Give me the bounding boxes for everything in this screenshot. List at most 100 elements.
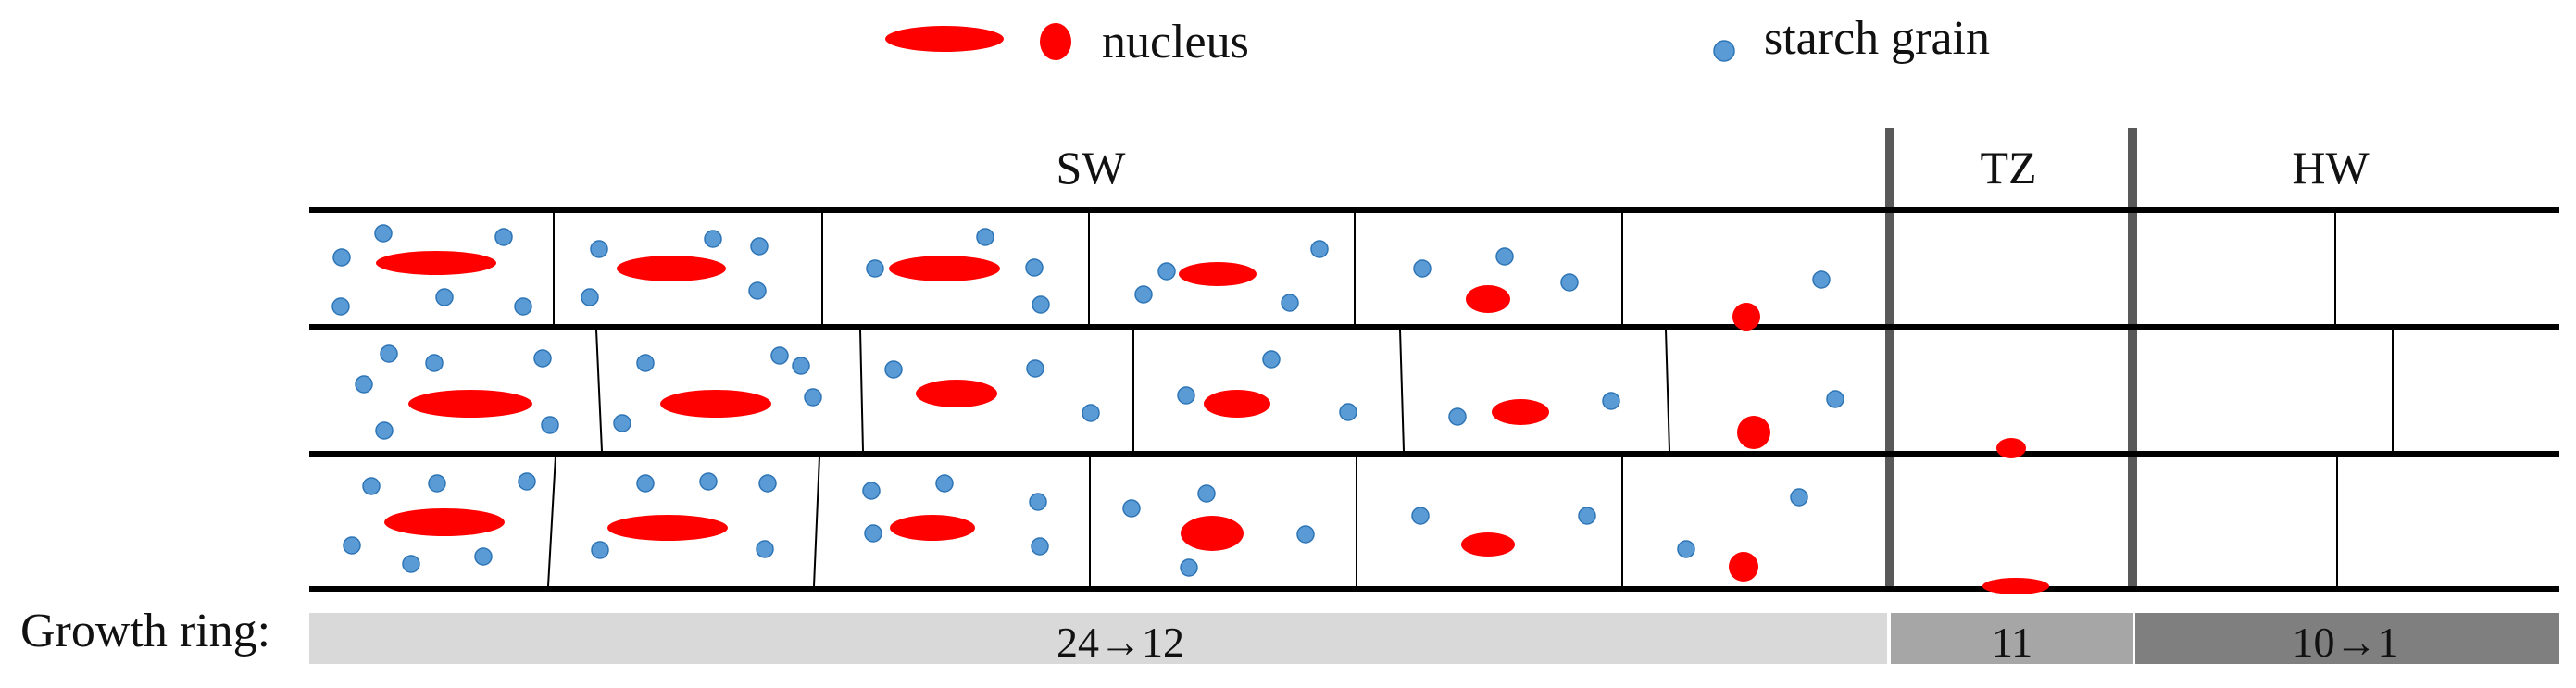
cell-wall bbox=[595, 329, 603, 452]
starch-grain bbox=[1790, 488, 1808, 507]
legend-starch-grain bbox=[1713, 40, 1735, 62]
starch-grain bbox=[1082, 404, 1100, 422]
starch-grain bbox=[590, 240, 608, 258]
cell-walls bbox=[547, 213, 2394, 587]
growth-ring-label: Growth ring: bbox=[20, 605, 270, 657]
starch-grain bbox=[591, 541, 609, 559]
nucleus bbox=[376, 251, 496, 275]
nucleus bbox=[889, 256, 1000, 281]
starch-grain bbox=[866, 259, 884, 278]
row-line bbox=[309, 207, 2559, 213]
starch-grain bbox=[884, 360, 903, 379]
starch-grain bbox=[756, 540, 774, 558]
starch-grain bbox=[1177, 386, 1195, 405]
starch-grain bbox=[343, 536, 361, 555]
starch-grain bbox=[804, 388, 822, 407]
starch-grain bbox=[331, 297, 350, 316]
zone-label-sw: SW bbox=[1057, 142, 1127, 194]
starch-grain bbox=[533, 349, 552, 368]
starch-grain bbox=[1025, 258, 1044, 277]
starch-grain bbox=[1180, 558, 1198, 577]
row-lines bbox=[309, 207, 2559, 592]
zone-label-hw: HW bbox=[2292, 142, 2370, 194]
starch-grain bbox=[1032, 295, 1050, 314]
row-line bbox=[309, 324, 2559, 330]
zone-label-tz: TZ bbox=[1980, 142, 2036, 194]
legend-nucleus-round bbox=[1040, 23, 1071, 60]
starch-grain bbox=[758, 474, 777, 493]
starch-grain bbox=[976, 228, 994, 246]
starch-grain bbox=[1413, 259, 1432, 278]
nucleus bbox=[1492, 399, 1549, 425]
starch-grain bbox=[1812, 270, 1831, 289]
growth-ring-segment-hw bbox=[2135, 613, 2559, 664]
starch-grain bbox=[402, 555, 420, 573]
starch-grain bbox=[1339, 403, 1357, 421]
starch-grain bbox=[636, 354, 655, 372]
starch-grain bbox=[699, 472, 718, 491]
starch-grain bbox=[474, 547, 493, 566]
starch-grain bbox=[1029, 493, 1047, 511]
growth-ring-text-sw: 24→12 bbox=[1057, 619, 1184, 666]
starch-grain bbox=[862, 482, 881, 500]
starch-grain bbox=[1157, 262, 1176, 281]
starch-grain bbox=[1122, 499, 1141, 518]
starch-grain bbox=[362, 477, 381, 495]
nucleus bbox=[1204, 390, 1270, 418]
starch-grain bbox=[748, 281, 767, 300]
starch-grain bbox=[428, 474, 446, 493]
starch-grain bbox=[1197, 484, 1216, 503]
nucleus bbox=[916, 380, 997, 407]
row-line bbox=[309, 451, 2559, 457]
starch-grain bbox=[1495, 247, 1514, 266]
nucleus bbox=[1982, 578, 2049, 594]
starch-grain bbox=[1411, 507, 1430, 525]
cell-wall bbox=[859, 329, 864, 452]
legend: nucleus starch grain bbox=[885, 12, 1990, 69]
starch-grains bbox=[331, 224, 1844, 577]
starch-grain bbox=[1602, 392, 1620, 410]
starch-grain bbox=[425, 354, 444, 372]
starch-grain bbox=[435, 288, 454, 306]
growth-ring-segment-sw bbox=[309, 613, 1887, 664]
nucleus bbox=[384, 508, 505, 536]
divider-tz-hw bbox=[2128, 128, 2137, 591]
cell-wall bbox=[1665, 329, 1670, 452]
starch-grain bbox=[1026, 359, 1044, 378]
nucleus bbox=[1181, 516, 1244, 551]
starch-grain bbox=[1578, 507, 1596, 525]
starch-grain bbox=[494, 228, 513, 246]
legend-nucleus-elongated bbox=[885, 26, 1004, 52]
starch-grain bbox=[1310, 240, 1329, 258]
starch-grain bbox=[1826, 390, 1844, 408]
nucleus bbox=[1737, 416, 1770, 449]
starch-grain bbox=[1134, 285, 1153, 304]
nucleus bbox=[1996, 438, 2026, 458]
nucleus bbox=[890, 515, 975, 541]
starch-grain bbox=[518, 472, 536, 491]
row-line bbox=[309, 586, 2559, 592]
legend-starch-label: starch grain bbox=[1764, 12, 1990, 65]
starch-grain bbox=[704, 230, 722, 248]
growth-ring-text-tz: 11 bbox=[1992, 619, 2032, 666]
nuclei bbox=[376, 251, 2049, 594]
nucleus bbox=[660, 390, 771, 418]
nucleus bbox=[617, 256, 726, 281]
growth-ring-bar: Growth ring: 24→12 11 10→1 bbox=[20, 605, 2559, 666]
starch-grain bbox=[1448, 407, 1467, 426]
starch-grain bbox=[613, 414, 631, 432]
starch-grain bbox=[380, 344, 398, 363]
nucleus bbox=[1179, 262, 1257, 286]
starch-grain bbox=[1560, 273, 1579, 292]
cell-wall bbox=[1399, 329, 1405, 452]
growth-ring-text-hw: 10→1 bbox=[2293, 619, 2399, 666]
nucleus bbox=[408, 390, 532, 418]
starch-grain bbox=[770, 346, 789, 365]
starch-grain bbox=[792, 357, 810, 375]
nucleus bbox=[1461, 532, 1515, 557]
starch-grain bbox=[1677, 540, 1695, 558]
starch-grain bbox=[581, 288, 599, 306]
starch-grain bbox=[1031, 537, 1049, 556]
cell-wall bbox=[813, 456, 820, 587]
